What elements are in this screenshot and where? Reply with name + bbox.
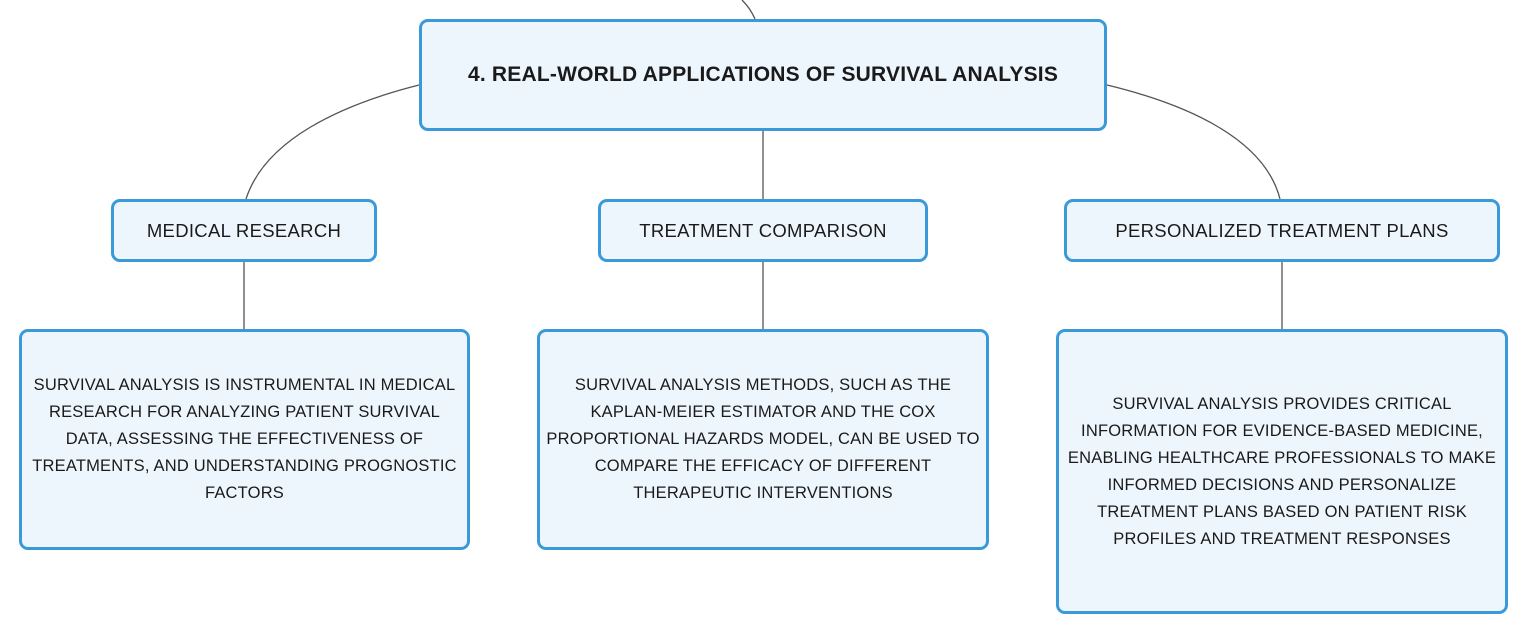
description-text: SURVIVAL ANALYSIS METHODS, SUCH AS THE K… <box>546 376 980 502</box>
connector-root-to-personalized-plans <box>1106 84 1281 200</box>
description-node-personalized-treatment-plans[interactable]: SURVIVAL ANALYSIS PROVIDES CRITICAL INFO… <box>1056 329 1508 614</box>
connector-parent-to-root <box>741 0 756 20</box>
description-text: SURVIVAL ANALYSIS IS INSTRUMENTAL IN MED… <box>32 376 457 502</box>
connector-root-to-medical-research <box>245 84 420 200</box>
description-node-medical-research[interactable]: SURVIVAL ANALYSIS IS INSTRUMENTAL IN MED… <box>19 329 470 550</box>
description-node-treatment-comparison[interactable]: SURVIVAL ANALYSIS METHODS, SUCH AS THE K… <box>537 329 989 550</box>
root-node[interactable]: 4. REAL-WORLD APPLICATIONS OF SURVIVAL A… <box>419 19 1107 131</box>
branch-node-personalized-treatment-plans[interactable]: PERSONALIZED TREATMENT PLANS <box>1064 199 1500 262</box>
description-text: SURVIVAL ANALYSIS PROVIDES CRITICAL INFO… <box>1067 394 1497 548</box>
branch-node-treatment-comparison[interactable]: TREATMENT COMPARISON <box>598 199 928 262</box>
branch-node-medical-research[interactable]: MEDICAL RESEARCH <box>111 199 377 262</box>
